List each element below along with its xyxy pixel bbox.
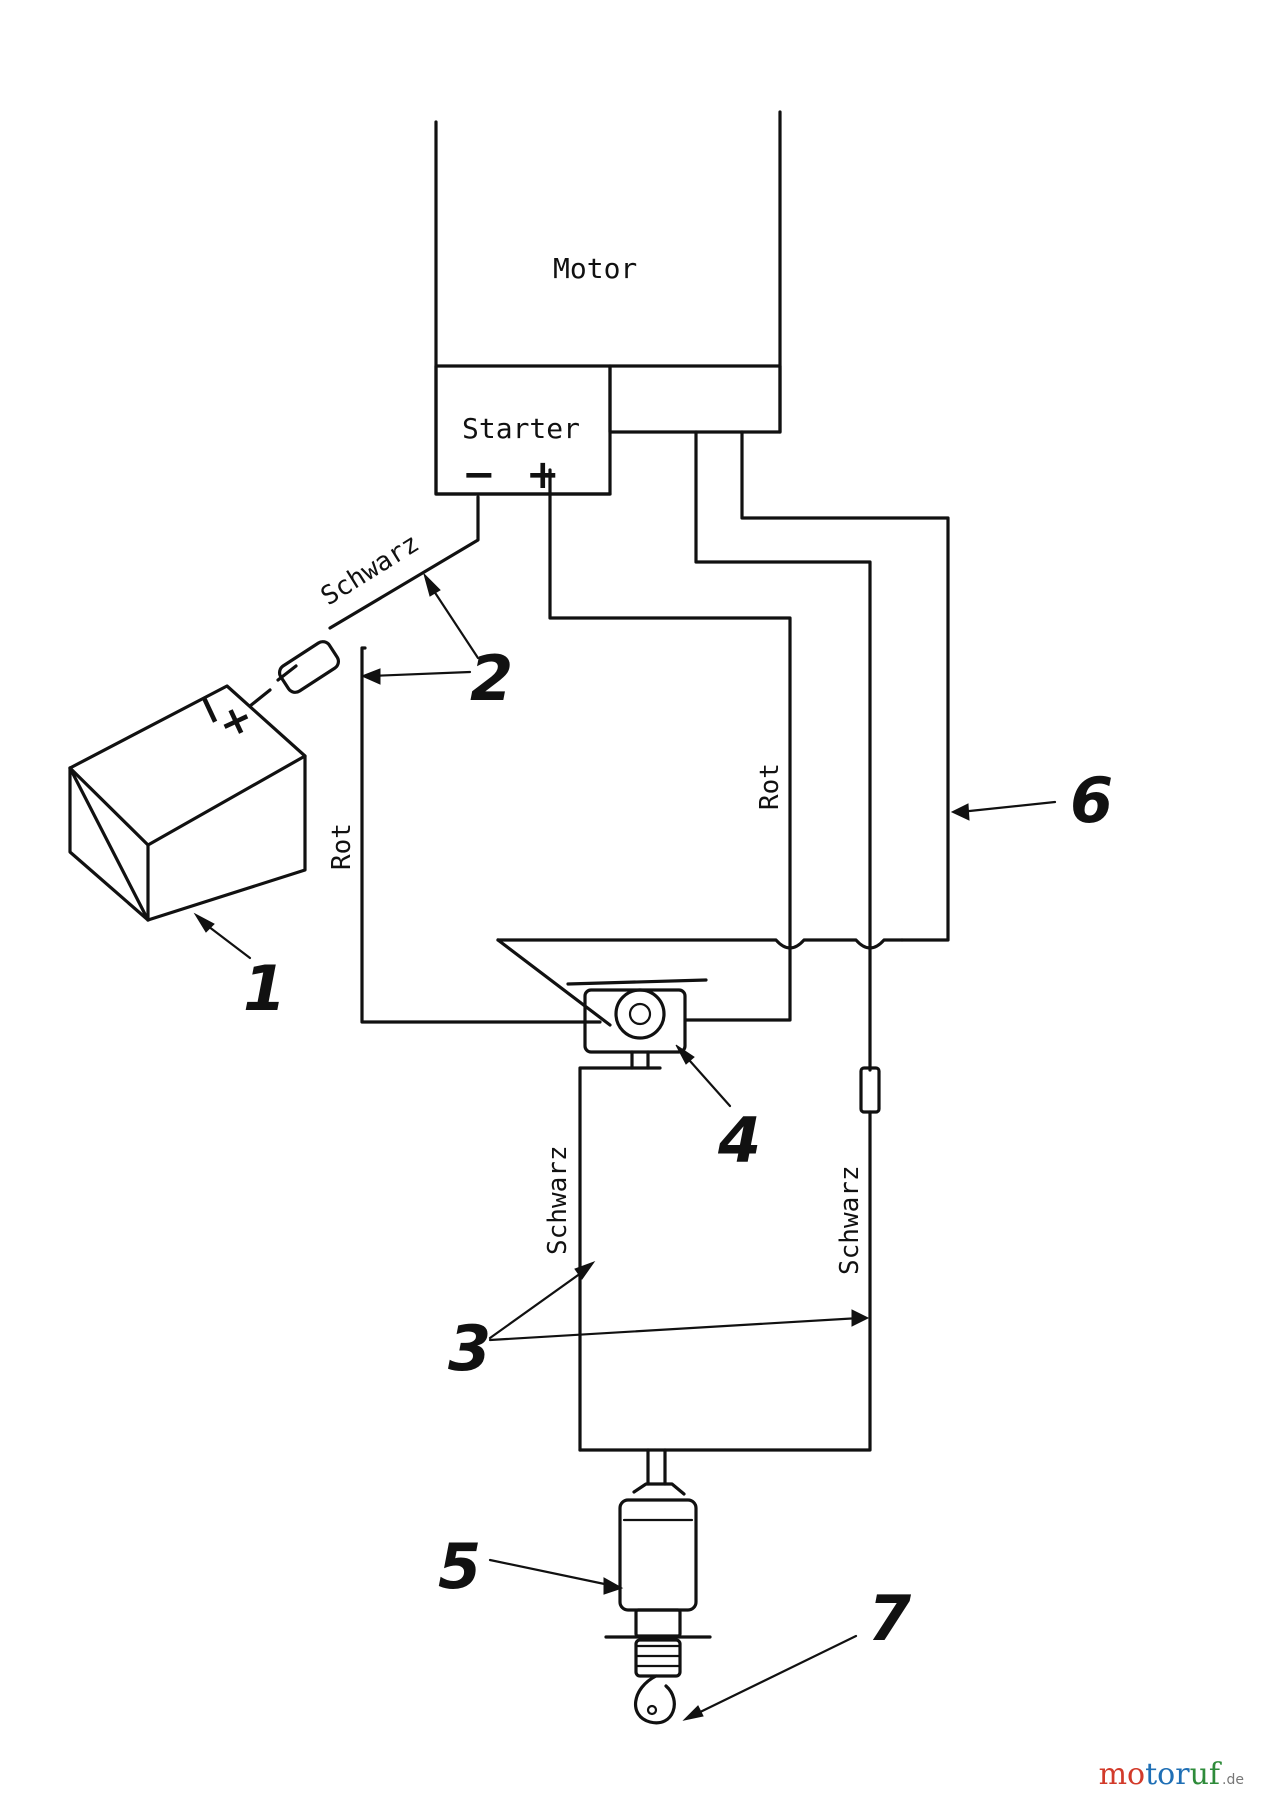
- inline-fuse-right: [859, 1066, 881, 1114]
- wire-six: [740, 430, 950, 942]
- schwarz-wire-left: [578, 1066, 662, 1452]
- callout-2: 2: [470, 642, 513, 715]
- callout-5: 5: [438, 1530, 481, 1603]
- watermark-brand: motoruf: [1099, 1757, 1222, 1792]
- svg-text:motoruf: motoruf: [1099, 1757, 1222, 1792]
- callout-7: 7: [868, 1582, 912, 1655]
- wire-label-schwarz-battery: Schwarz: [316, 528, 425, 612]
- switch-bracket-line: [496, 938, 904, 950]
- watermark-logo: motoruf .de: [1099, 1757, 1244, 1792]
- watermark-tld: .de: [1222, 1772, 1244, 1788]
- ignition-switch: [566, 978, 708, 1070]
- motor-label: Motor: [553, 252, 637, 285]
- rot-wire-right: [548, 468, 792, 1022]
- inline-fuse-battery: [277, 640, 341, 694]
- starter-plus-sign: +: [526, 452, 560, 498]
- motor-lead-schwarz: [694, 430, 872, 1072]
- callout-6: 6: [1070, 764, 1113, 837]
- callout-leaders: [193, 572, 1057, 1721]
- wire-label-schwarz-right: Schwarz: [835, 1165, 865, 1275]
- battery: + −: [68, 684, 307, 922]
- wire-label-rot-left: Rot: [327, 823, 357, 870]
- wire-label-rot-right: Rot: [755, 763, 785, 810]
- wire-label-schwarz-left: Schwarz: [543, 1145, 573, 1255]
- rot-wire-left: [360, 646, 602, 1024]
- battery-ground-cable: Schwarz: [248, 495, 480, 708]
- schwarz-wire-right: [578, 1110, 872, 1452]
- spark-plug: [604, 1448, 712, 1725]
- starter-minus-sign: −: [462, 452, 496, 498]
- motor-block: Motor Starter − +: [434, 110, 782, 498]
- callout-1: 1: [243, 952, 286, 1025]
- callout-4: 4: [717, 1104, 761, 1177]
- callout-3: 3: [448, 1312, 491, 1385]
- starter-label: Starter: [462, 412, 580, 445]
